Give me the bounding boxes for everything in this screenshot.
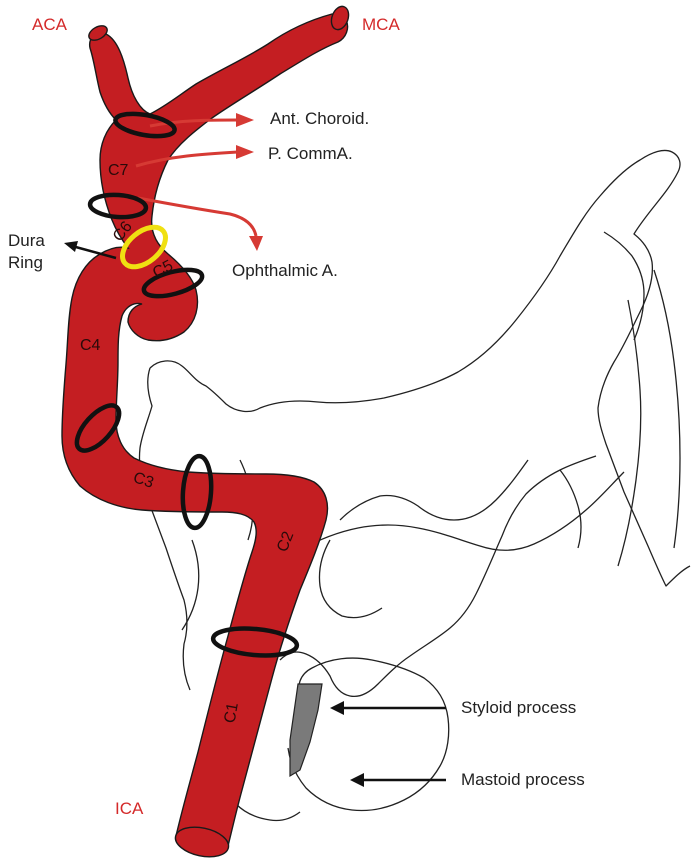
p-comm-label: P. CommA. <box>268 145 353 162</box>
dura-ring-label-line1: Dura <box>8 232 45 249</box>
p-comm-arrowhead <box>236 145 254 159</box>
mastoid-pointer-head <box>350 773 364 787</box>
ophthalmic-arrow <box>138 198 256 236</box>
ant-choroidal-label: Ant. Choroid. <box>270 110 369 127</box>
dura-ring-pointer-head <box>64 241 78 252</box>
segment-c4-label: C4 <box>80 338 100 354</box>
ophthalmic-label: Ophthalmic A. <box>232 262 338 279</box>
segment-c7-label: C7 <box>108 163 128 179</box>
ophthalmic-arrowhead <box>249 236 263 251</box>
mca-label: MCA <box>362 16 400 33</box>
ica-label: ICA <box>115 800 143 817</box>
aca-label: ACA <box>32 16 67 33</box>
dura-ring-label-line2: Ring <box>8 254 43 271</box>
styloid-pointer-head <box>330 701 344 715</box>
styloid-process-shape <box>290 684 322 776</box>
styloid-label: Styloid process <box>461 699 576 716</box>
ant-choroidal-arrowhead <box>236 113 254 127</box>
mastoid-label: Mastoid process <box>461 771 585 788</box>
